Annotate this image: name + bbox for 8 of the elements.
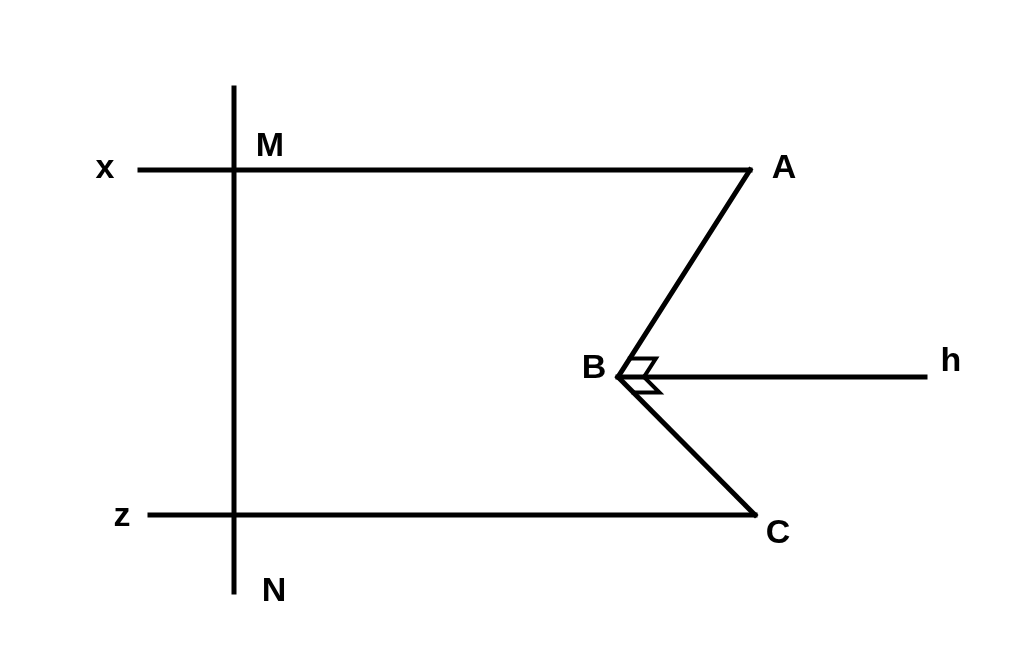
point-label: N xyxy=(261,572,287,606)
point-label: h xyxy=(940,342,962,376)
point-label: B xyxy=(581,349,607,383)
point-label: C xyxy=(765,514,791,548)
point-label: M xyxy=(255,127,285,161)
point-label: z xyxy=(113,497,131,531)
point-label: x xyxy=(95,149,115,183)
point-label: A xyxy=(771,149,797,183)
